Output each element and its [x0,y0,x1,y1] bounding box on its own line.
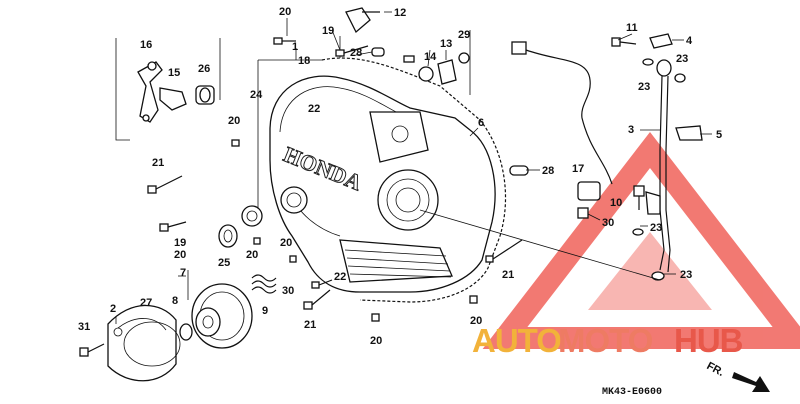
callout-13: 13 [440,38,452,50]
callout-30: 30 [602,217,614,229]
callout-12: 12 [394,7,406,19]
callout-30b: 30 [282,285,294,297]
callout-28: 28 [350,47,362,59]
callout-8: 8 [172,295,178,307]
watermark-triangle [482,131,800,349]
callout-27: 27 [140,297,152,309]
callout-5: 5 [716,129,722,141]
callout-21c: 21 [304,319,316,331]
callout-20d: 20 [280,237,292,249]
callout-18: 18 [298,55,310,67]
callout-21: 21 [152,157,164,169]
callout-22: 22 [308,103,320,115]
callout-20c: 20 [174,249,186,261]
cover-gasket [321,57,507,303]
left-side-parts [79,139,523,382]
front-direction-indicator: FR. [705,360,770,392]
watermark-hub: HUB [674,322,743,359]
callout-9: 9 [262,305,268,317]
callout-20f: 20 [470,315,482,327]
callout-labels: 20 1 19 12 16 18 28 14 13 29 11 4 15 26 … [78,6,722,347]
callout-6: 6 [478,117,484,129]
callout-1: 1 [292,41,298,53]
callout-23d: 23 [680,269,692,281]
callout-2: 2 [110,303,116,315]
leader-lines [115,11,712,324]
callout-31: 31 [78,321,90,333]
watermark-logo: AUTO MOTO HUB [472,322,744,359]
callout-20: 20 [279,6,291,18]
callout-25: 25 [218,257,230,269]
top-small-parts [273,7,470,85]
callout-20e: 20 [246,249,258,261]
callout-7: 7 [180,267,186,279]
bracket-box-lever [115,38,221,141]
callout-17: 17 [572,163,584,175]
callout-21b: 21 [502,269,514,281]
right-side-parts [509,33,703,281]
direction-label: FR. [705,360,726,379]
crankcase-cover: HONDA [269,75,496,293]
callout-26: 26 [198,63,210,75]
callout-24: 24 [250,89,263,101]
callout-3: 3 [628,124,634,136]
shift-lever-assembly [137,61,215,123]
callout-14: 14 [424,51,437,63]
callout-20g: 20 [370,335,382,347]
callout-16: 16 [140,39,152,51]
callout-20b: 20 [228,115,240,127]
callout-4: 4 [686,35,693,47]
callout-22b: 22 [334,271,346,283]
diagram-code: MK43-E0600 [602,387,662,398]
callout-19: 19 [322,25,334,37]
callout-11: 11 [626,22,638,34]
watermark-auto: AUTO [472,322,561,359]
callout-23b: 23 [638,81,650,93]
callout-23c: 23 [650,222,662,234]
callout-19b: 19 [174,237,186,249]
callout-23: 23 [676,53,688,65]
callout-29: 29 [458,29,470,41]
watermark-moto: MOTO [558,322,653,359]
front-arrow-icon [732,372,770,392]
callout-10: 10 [610,197,622,209]
callout-28b: 28 [542,165,554,177]
callout-15: 15 [168,67,180,79]
